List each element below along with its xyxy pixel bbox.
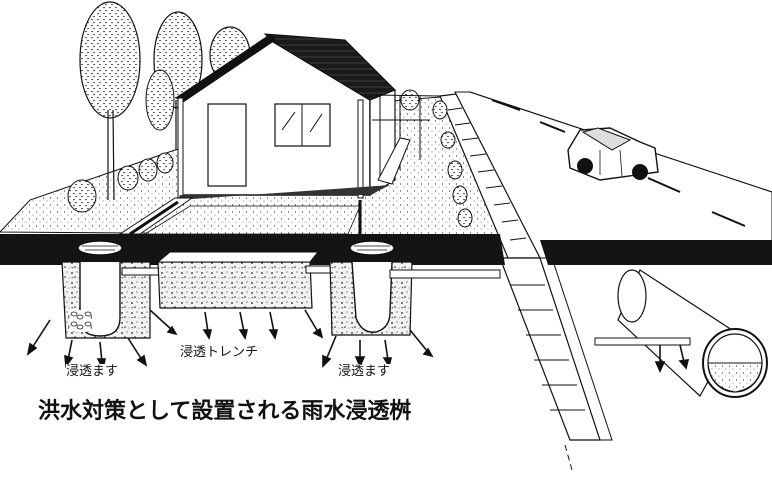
house xyxy=(175,33,396,200)
infiltration-basin-left xyxy=(61,240,163,339)
label-infiltration-masu-right: 浸透ます xyxy=(338,364,391,379)
tree-large-left xyxy=(79,1,141,201)
shrubs xyxy=(67,89,473,228)
side-fence xyxy=(371,94,441,185)
downspout-left xyxy=(177,97,184,199)
figure-caption: 洪水対策として設置される雨水浸透桝 xyxy=(38,399,412,424)
walkways xyxy=(118,197,362,236)
house-door xyxy=(207,103,247,187)
infiltration-arrows xyxy=(26,309,690,373)
infiltration-trench xyxy=(156,251,347,309)
sidewalk-curb xyxy=(439,93,613,471)
downspout-right xyxy=(357,99,364,199)
label-infiltration-trench: 浸透トレンチ xyxy=(180,345,259,360)
car xyxy=(567,127,659,181)
infiltration-basin-right xyxy=(329,240,501,336)
sewer-pipe xyxy=(594,269,768,398)
road-ground-band xyxy=(540,240,772,265)
label-infiltration-masu-left: 浸透ます xyxy=(66,364,119,379)
